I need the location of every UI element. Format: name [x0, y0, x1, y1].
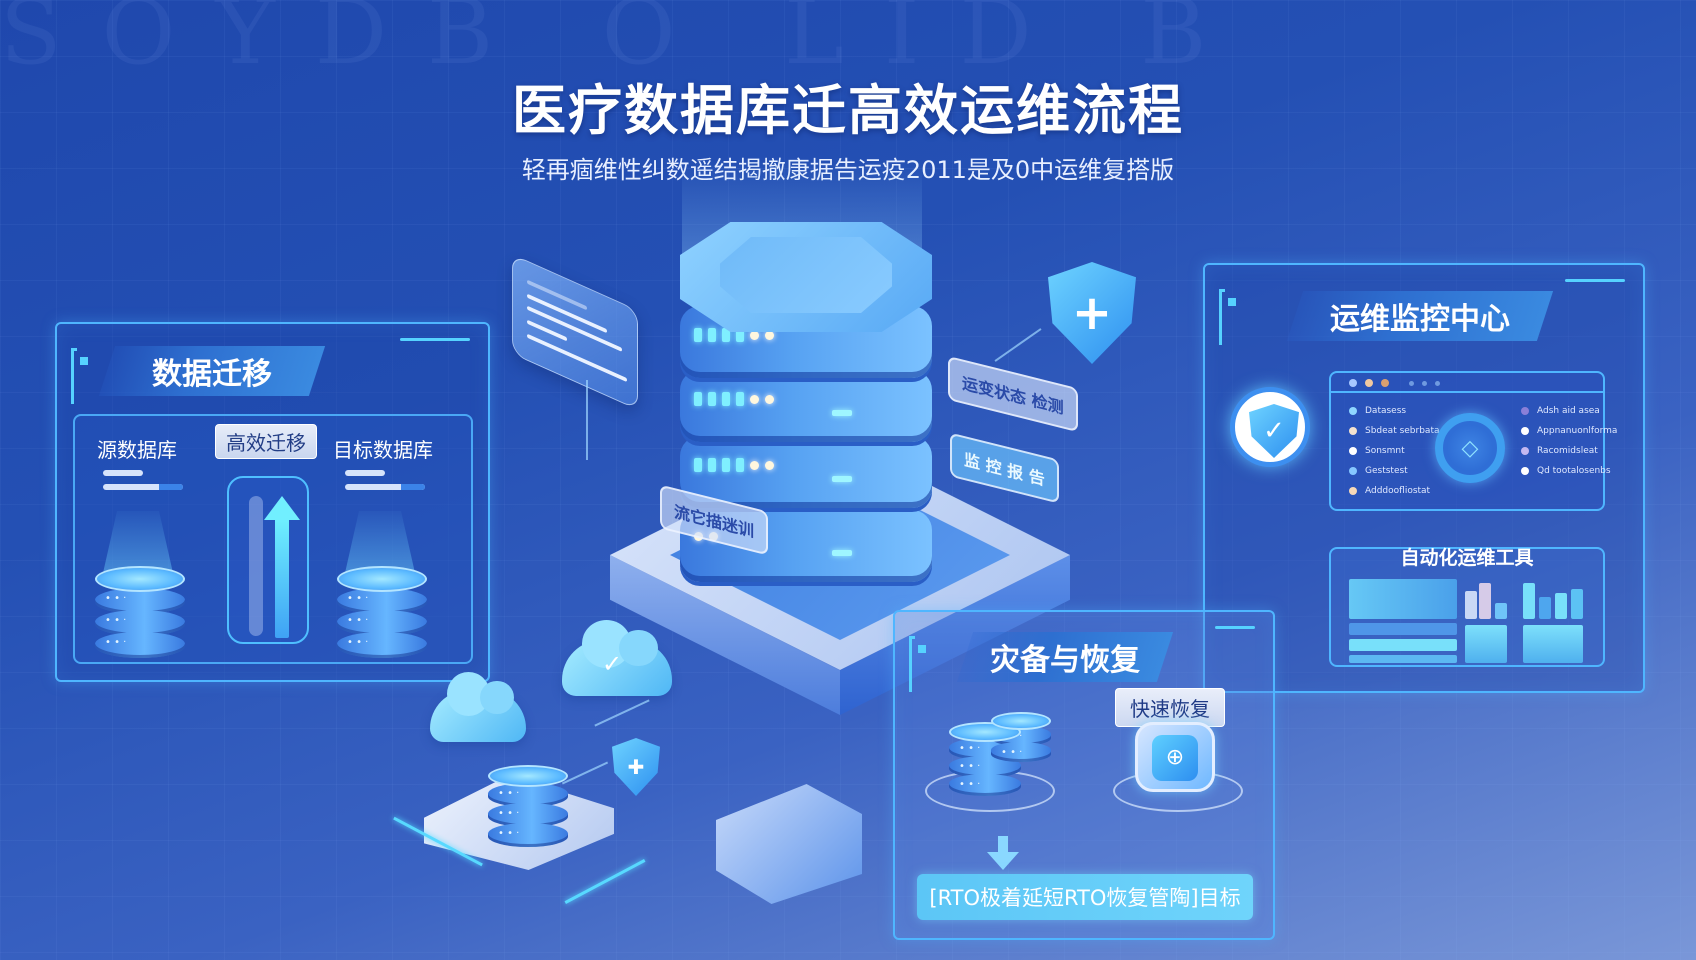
background-watermark: SOYDB O LID B — [0, 0, 1247, 85]
cloud-icon — [430, 671, 526, 742]
dashboard-window: Datasess Sbdeat sebrbata Sonsmnt Gestste… — [1329, 371, 1617, 511]
monitoring-panel-header: 运维监控中心 — [1286, 291, 1554, 341]
connector-line — [586, 380, 588, 460]
migration-panel: 数据迁移 源数据库 高效迁移 目标数据库 — [55, 322, 490, 682]
monitor-radar-icon: ◇ — [1435, 413, 1505, 483]
migration-panel-title: 数据迁移 — [152, 357, 272, 392]
status-list-left: Datasess Sbdeat sebrbata Sonsmnt Gestste… — [1349, 401, 1440, 501]
migration-arrow-icon — [227, 476, 309, 644]
cloud-check-icon: ✓ — [562, 620, 672, 696]
verified-badge-icon: ✓ — [1230, 387, 1310, 467]
migration-panel-header: 数据迁移 — [98, 346, 326, 396]
page-subtitle: 轻再痼维性纠数遥结揭撤康据告运疫2011是及0中运维复搭版 — [0, 150, 1696, 185]
transfer-chip: 高效迁移 — [215, 424, 317, 459]
status-list-right: Adsh aid asea Appnanuonlforma Racomidsle… — [1521, 401, 1617, 481]
backup-database-icon — [949, 722, 1021, 796]
quick-recovery-chip: 快速恢复 — [1115, 688, 1225, 727]
source-db-label: 源数据库 — [97, 438, 177, 462]
page-title: 医疗数据库迁高效运维流程 — [512, 79, 1184, 142]
automation-tools-title: 自动化运维工具 — [1400, 547, 1534, 569]
automation-tools-box: 自动化运维工具 — [1329, 547, 1605, 667]
recovery-panel-title: 灾备与恢复 — [990, 643, 1140, 678]
database-icon — [488, 765, 568, 847]
down-arrow-icon — [987, 836, 1019, 870]
target-db-label: 目标数据库 — [333, 438, 433, 462]
migration-diagram: 源数据库 高效迁移 目标数据库 — [73, 414, 473, 664]
window-controls — [1349, 379, 1440, 387]
recovery-panel-header: 灾备与恢复 — [956, 632, 1174, 682]
monitoring-panel-title: 运维监控中心 — [1330, 302, 1510, 337]
target-progress-bars — [345, 470, 425, 498]
server-stack-icon — [680, 222, 932, 602]
source-progress-bars — [103, 470, 183, 498]
recovery-safe-icon: ⊕ — [1135, 722, 1215, 792]
recovery-panel: 灾备与恢复 快速恢复 ⊕ [RTO极着延短RTO恢复管陶]目标 — [893, 610, 1275, 940]
target-database-icon — [337, 566, 427, 658]
monitoring-panel: 运维监控中心 ✓ Datasess Sbdeat sebrbata Sonsmn… — [1203, 263, 1645, 693]
rto-target-banner: [RTO极着延短RTO恢复管陶]目标 — [917, 874, 1253, 920]
source-database-icon — [95, 566, 185, 658]
